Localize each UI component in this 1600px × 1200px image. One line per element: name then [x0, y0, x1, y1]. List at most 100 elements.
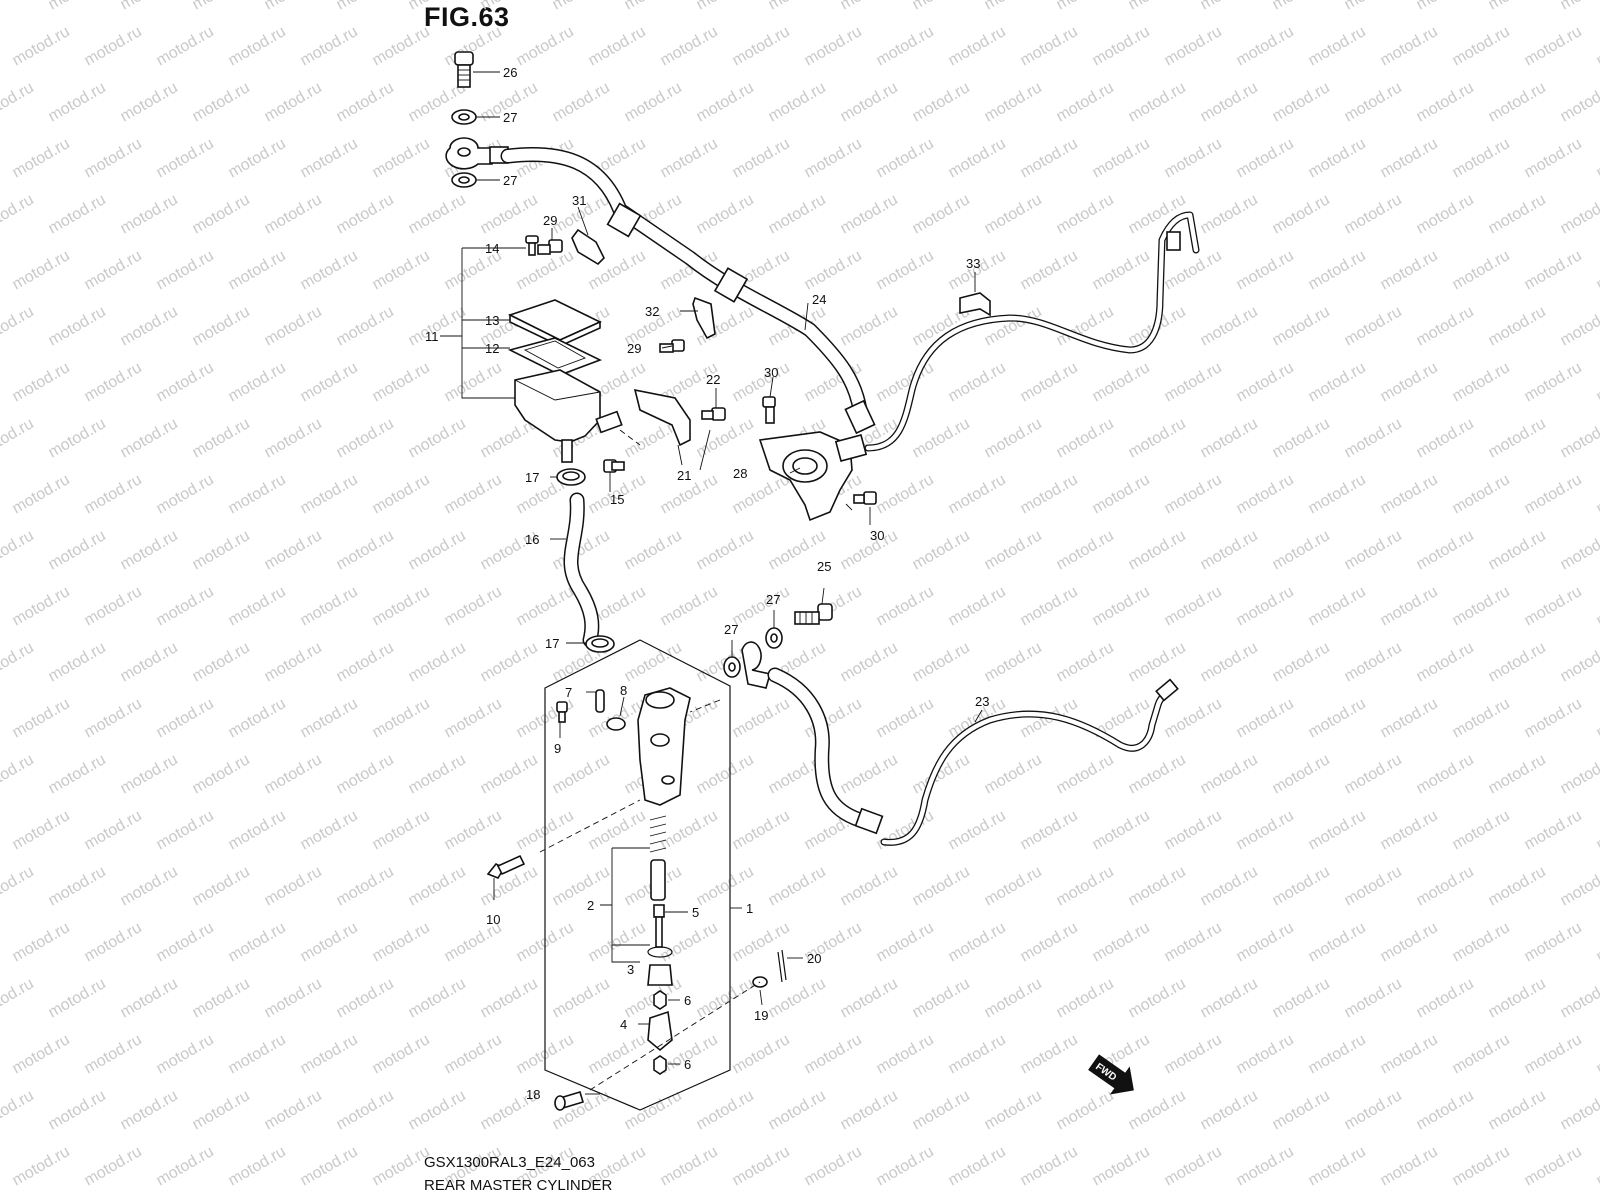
watermark-text: motod.ru — [1162, 583, 1225, 629]
watermark-text: motod.ru — [1306, 135, 1369, 181]
watermark-text: motod.ru — [1198, 303, 1261, 349]
watermark-text: motod.ru — [1414, 79, 1477, 125]
watermark-text: motod.ru — [406, 975, 469, 1021]
watermark-text: motod.ru — [262, 751, 325, 797]
watermark-text: motod.ru — [1306, 1031, 1369, 1077]
watermark-text: motod.ru — [802, 247, 865, 293]
watermark-text: motod.ru — [46, 975, 109, 1021]
watermark-text: motod.ru — [1018, 471, 1081, 517]
watermark-text: motod.ru — [0, 0, 37, 13]
watermark-text: motod.ru — [82, 919, 145, 965]
watermark-text: motod.ru — [1270, 415, 1333, 461]
watermark-text: motod.ru — [1126, 863, 1189, 909]
watermark-text: motod.ru — [10, 807, 73, 853]
watermark-text: motod.ru — [838, 863, 901, 909]
watermark-text: motod.ru — [1234, 247, 1297, 293]
part-28-bracket — [758, 431, 868, 522]
watermark-text: motod.ru — [262, 191, 325, 237]
callout-5: 5 — [692, 905, 699, 920]
watermark-text: motod.ru — [118, 415, 181, 461]
watermark-text: motod.ru — [1198, 191, 1261, 237]
watermark-text: motod.ru — [874, 583, 937, 629]
part-9-screw — [556, 701, 568, 723]
watermark-text: motod.ru — [1450, 135, 1513, 181]
callout-29-b: 29 — [627, 341, 641, 356]
watermark-text: motod.ru — [622, 0, 685, 13]
callout-17-bottom: 17 — [545, 636, 559, 651]
watermark-text: motod.ru — [0, 135, 1, 181]
watermark-text: motod.ru — [370, 695, 433, 741]
part-27-washer-mid — [451, 172, 477, 188]
watermark-text: motod.ru — [226, 135, 289, 181]
part-27-washer-lower-a — [765, 627, 783, 649]
watermark-text: motod.ru — [154, 359, 217, 405]
watermark-text: motod.ru — [154, 919, 217, 965]
watermark-text: motod.ru — [910, 79, 973, 125]
watermark-text: motod.ru — [1126, 79, 1189, 125]
watermark-text: motod.ru — [406, 527, 469, 573]
watermark-text: motod.ru — [874, 919, 937, 965]
callout-3: 3 — [627, 962, 634, 977]
watermark-text: motod.ru — [82, 135, 145, 181]
watermark-text: motod.ru — [46, 303, 109, 349]
watermark-text: motod.ru — [838, 191, 901, 237]
watermark-text: motod.ru — [1378, 471, 1441, 517]
callout-7: 7 — [565, 685, 572, 700]
callout-28: 28 — [733, 466, 747, 481]
callout-2: 2 — [587, 898, 594, 913]
watermark-text: motod.ru — [46, 639, 109, 685]
part-7-pipe — [595, 689, 605, 713]
watermark-text: motod.ru — [730, 583, 793, 629]
watermark-text: motod.ru — [1342, 191, 1405, 237]
watermark-text: motod.ru — [1234, 1031, 1297, 1077]
watermark-text: motod.ru — [1486, 1087, 1549, 1133]
watermark-text: motod.ru — [1090, 135, 1153, 181]
part-25-banjo-bolt — [794, 603, 833, 625]
watermark-text: motod.ru — [1054, 639, 1117, 685]
watermark-text: motod.ru — [1234, 471, 1297, 517]
watermark-text: motod.ru — [370, 583, 433, 629]
watermark-text: motod.ru — [0, 807, 1, 853]
watermark-text: motod.ru — [1234, 919, 1297, 965]
watermark-text: motod.ru — [982, 1087, 1045, 1133]
watermark-text: motod.ru — [1270, 191, 1333, 237]
watermark-text: motod.ru — [190, 1087, 253, 1133]
watermark-text: motod.ru — [1126, 527, 1189, 573]
watermark-text: motod.ru — [1054, 863, 1117, 909]
watermark-text: motod.ru — [946, 807, 1009, 853]
watermark-text: motod.ru — [982, 79, 1045, 125]
watermark-text: motod.ru — [766, 863, 829, 909]
watermark-text: motod.ru — [1486, 191, 1549, 237]
watermark-text: motod.ru — [1486, 527, 1549, 573]
watermark-text: motod.ru — [298, 919, 361, 965]
watermark-text: motod.ru — [1594, 1143, 1600, 1189]
watermark-text: motod.ru — [730, 695, 793, 741]
watermark-text: motod.ru — [1342, 303, 1405, 349]
callout-24: 24 — [812, 292, 826, 307]
watermark-text: motod.ru — [118, 191, 181, 237]
watermark-text: motod.ru — [226, 583, 289, 629]
watermark-text: motod.ru — [1594, 807, 1600, 853]
watermark-text: motod.ru — [1450, 247, 1513, 293]
watermark-text: motod.ru — [406, 1087, 469, 1133]
watermark-text: motod.ru — [766, 975, 829, 1021]
watermark-text: motod.ru — [1018, 807, 1081, 853]
watermark-text: motod.ru — [658, 23, 721, 69]
watermark-text: motod.ru — [478, 751, 541, 797]
watermark-text: motod.ru — [910, 191, 973, 237]
watermark-text: motod.ru — [1450, 695, 1513, 741]
watermark-text: motod.ru — [46, 1087, 109, 1133]
part-12-diaphragm — [507, 337, 603, 376]
part-24-upper-hose — [445, 137, 876, 435]
watermark-text: motod.ru — [1522, 359, 1585, 405]
watermark-text: motod.ru — [262, 303, 325, 349]
watermark-text: motod.ru — [1234, 135, 1297, 181]
watermark-text: motod.ru — [1522, 135, 1585, 181]
watermark-text: motod.ru — [1450, 359, 1513, 405]
watermark-text: motod.ru — [262, 79, 325, 125]
watermark-text: motod.ru — [874, 695, 937, 741]
watermark-text: motod.ru — [190, 863, 253, 909]
watermark-text: motod.ru — [478, 191, 541, 237]
watermark-text: motod.ru — [910, 863, 973, 909]
